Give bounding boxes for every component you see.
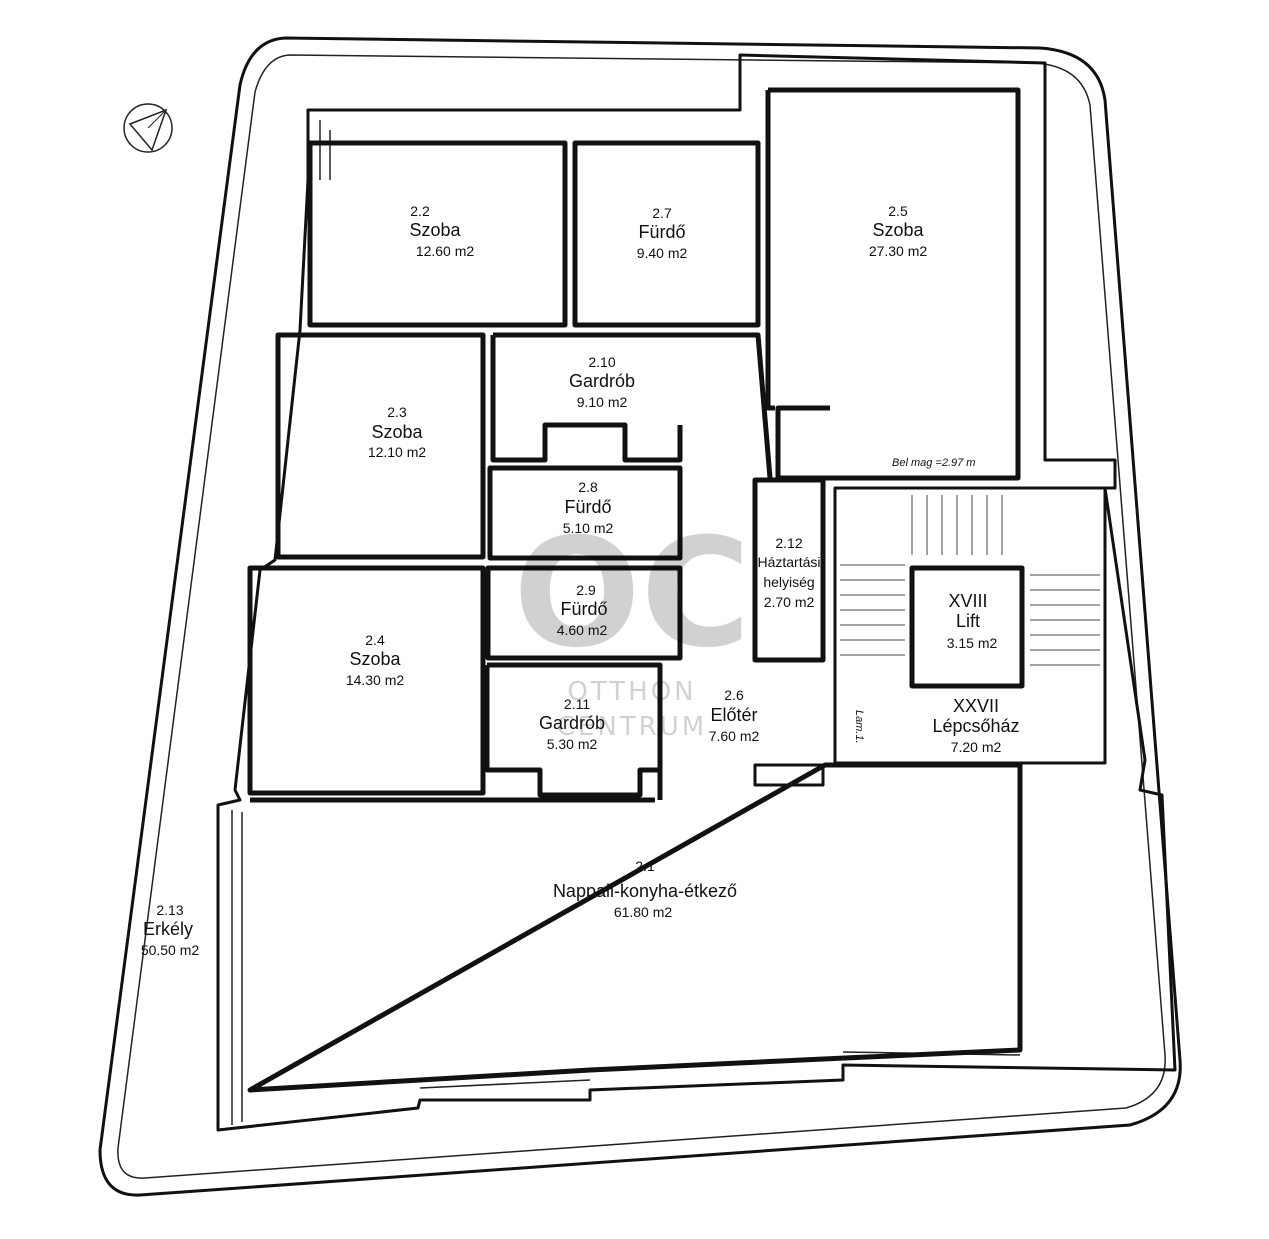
room-2-12	[752, 477, 826, 663]
svg-text:9.40 m2: 9.40 m2	[637, 245, 688, 261]
room-label-2-3: 2.3 Szoba 12.10 m2	[368, 404, 427, 460]
svg-text:61.80 m2: 61.80 m2	[614, 904, 673, 920]
room-2-5	[765, 87, 1021, 481]
svg-text:Szoba: Szoba	[349, 649, 401, 669]
svg-text:Szoba: Szoba	[371, 422, 423, 442]
svg-text:2.11: 2.11	[564, 696, 590, 712]
svg-text:2.9: 2.9	[576, 582, 596, 598]
svg-text:XVIII: XVIII	[948, 591, 987, 611]
svg-text:Lépcsőház: Lépcsőház	[932, 716, 1019, 736]
room-label-2-6: 2.6 Előtér 7.60 m2	[709, 687, 760, 744]
stair-steps	[840, 495, 1100, 666]
svg-text:4.60 m2: 4.60 m2	[557, 622, 608, 638]
room-label-2-11: 2.11 Gardrób 5.30 m2	[539, 696, 605, 752]
svg-text:3.15 m2: 3.15 m2	[947, 635, 998, 651]
svg-text:Erkély: Erkély	[143, 919, 193, 939]
room-2-7	[572, 140, 761, 328]
svg-text:Nappali-konyha-étkező: Nappali-konyha-étkező	[553, 881, 737, 901]
room-2-10	[490, 332, 773, 479]
room-label-2-5: 2.5 Szoba 27.30 m2	[869, 203, 928, 259]
svg-text:Fürdő: Fürdő	[560, 599, 607, 619]
watermark: OC OTTHON CENTRUM	[513, 507, 751, 742]
room-2-3	[275, 332, 486, 560]
svg-text:12.10 m2: 12.10 m2	[368, 444, 427, 460]
svg-text:Előtér: Előtér	[710, 705, 757, 725]
svg-text:5.10 m2: 5.10 m2	[563, 520, 614, 536]
room-label-2-7: 2.7 Fürdő 9.40 m2	[637, 205, 688, 261]
room-label-stair: XXVII Lépcsőház 7.20 m2	[932, 696, 1019, 755]
svg-text:XXVII: XXVII	[953, 696, 999, 716]
svg-text:Lift: Lift	[956, 611, 980, 631]
svg-text:Fürdő: Fürdő	[564, 497, 611, 517]
room-label-lift: XVIII Lift 3.15 m2	[947, 591, 998, 651]
svg-text:helyiség: helyiség	[763, 574, 814, 590]
room-label-2-13: 2.13 Erkély 50.50 m2	[141, 902, 200, 958]
svg-text:Háztartási: Háztartási	[757, 554, 820, 570]
room-label-2-1: 2.1 Nappali-konyha-étkező 61.80 m2	[553, 858, 737, 920]
svg-text:Szoba: Szoba	[872, 220, 924, 240]
lift-shaft	[909, 565, 1025, 689]
balcony-outline	[98, 36, 1182, 1197]
svg-text:Szoba: Szoba	[409, 220, 461, 240]
svg-text:2.7: 2.7	[652, 205, 672, 221]
svg-text:OC: OC	[513, 507, 751, 681]
room-label-2-8: 2.8 Fürdő 5.10 m2	[563, 479, 614, 536]
svg-text:2.10: 2.10	[588, 354, 615, 370]
room-label-2-12: 2.12 Háztartási helyiség 2.70 m2	[757, 535, 820, 610]
svg-text:2.70 m2: 2.70 m2	[764, 594, 815, 610]
svg-text:12.60 m2: 12.60 m2	[416, 243, 475, 259]
room-2-4	[247, 565, 486, 796]
svg-text:2.4: 2.4	[365, 632, 385, 648]
svg-text:2.1: 2.1	[635, 858, 655, 874]
stair-mark: Lam.1.	[853, 710, 865, 744]
svg-text:2.6: 2.6	[724, 687, 744, 703]
north-arrow-icon	[123, 103, 173, 153]
room-label-2-10: 2.10 Gardrób 9.10 m2	[569, 354, 635, 410]
svg-text:Gardrób: Gardrób	[569, 371, 635, 391]
svg-text:OTTHON: OTTHON	[567, 677, 696, 707]
room-label-2-2: 2.2 Szoba 12.60 m2	[409, 203, 474, 259]
room-2-11	[484, 662, 663, 800]
svg-text:2.8: 2.8	[578, 479, 598, 495]
room-2-2	[307, 140, 568, 328]
door-frame	[753, 763, 825, 787]
svg-text:7.20 m2: 7.20 m2	[951, 739, 1002, 755]
ceiling-height-note: Bel mag =2.97 m	[892, 457, 975, 469]
room-2-8	[487, 465, 683, 561]
svg-text:50.50 m2: 50.50 m2	[141, 942, 200, 958]
svg-text:Gardrób: Gardrób	[539, 713, 605, 733]
svg-text:9.10 m2: 9.10 m2	[577, 394, 628, 410]
room-label-2-9: 2.9 Fürdő 4.60 m2	[557, 582, 608, 638]
svg-text:2.12: 2.12	[775, 535, 802, 551]
svg-text:7.60 m2: 7.60 m2	[709, 728, 760, 744]
svg-text:2.13: 2.13	[156, 902, 183, 918]
svg-text:14.30 m2: 14.30 m2	[346, 672, 405, 688]
svg-text:2.5: 2.5	[888, 203, 908, 219]
svg-text:2.3: 2.3	[387, 404, 407, 420]
svg-text:Fürdő: Fürdő	[638, 222, 685, 242]
room-2-1	[247, 762, 1023, 1093]
svg-text:5.30 m2: 5.30 m2	[547, 736, 598, 752]
svg-text:CENTRUM: CENTRUM	[557, 712, 707, 742]
room-2-9	[485, 565, 683, 661]
svg-text:27.30 m2: 27.30 m2	[869, 243, 928, 259]
svg-text:2.2: 2.2	[410, 203, 430, 219]
room-label-2-4: 2.4 Szoba 14.30 m2	[346, 632, 405, 688]
